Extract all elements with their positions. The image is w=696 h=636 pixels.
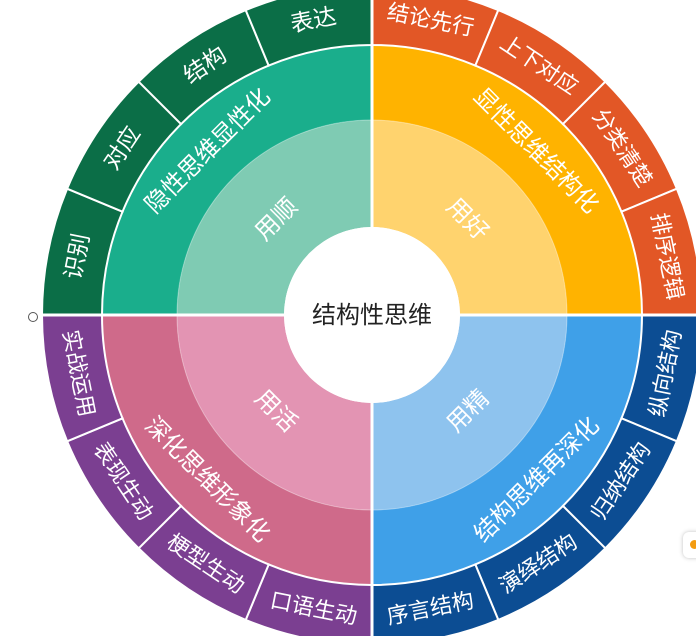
center-circle [284, 227, 460, 403]
side-widget-button[interactable] [683, 532, 696, 558]
middle-ring-bottom-left [102, 315, 372, 585]
middle-ring-bottom-right [372, 315, 642, 585]
center-label: 结构性思维 [312, 301, 432, 329]
middle-ring-top-right [372, 45, 642, 315]
middle-ring-top-left [102, 45, 372, 315]
orange-dot-icon [690, 540, 696, 549]
resize-handle[interactable] [28, 312, 38, 322]
inner-ring-border [176, 119, 568, 511]
inner-ring-bottom-right [372, 315, 567, 510]
inner-ring-top-right [372, 120, 567, 315]
wheel-rings [40, 0, 696, 636]
inner-ring-bottom-left [177, 315, 372, 510]
middle-ring-border [101, 44, 643, 586]
inner-ring-top-left [177, 120, 372, 315]
